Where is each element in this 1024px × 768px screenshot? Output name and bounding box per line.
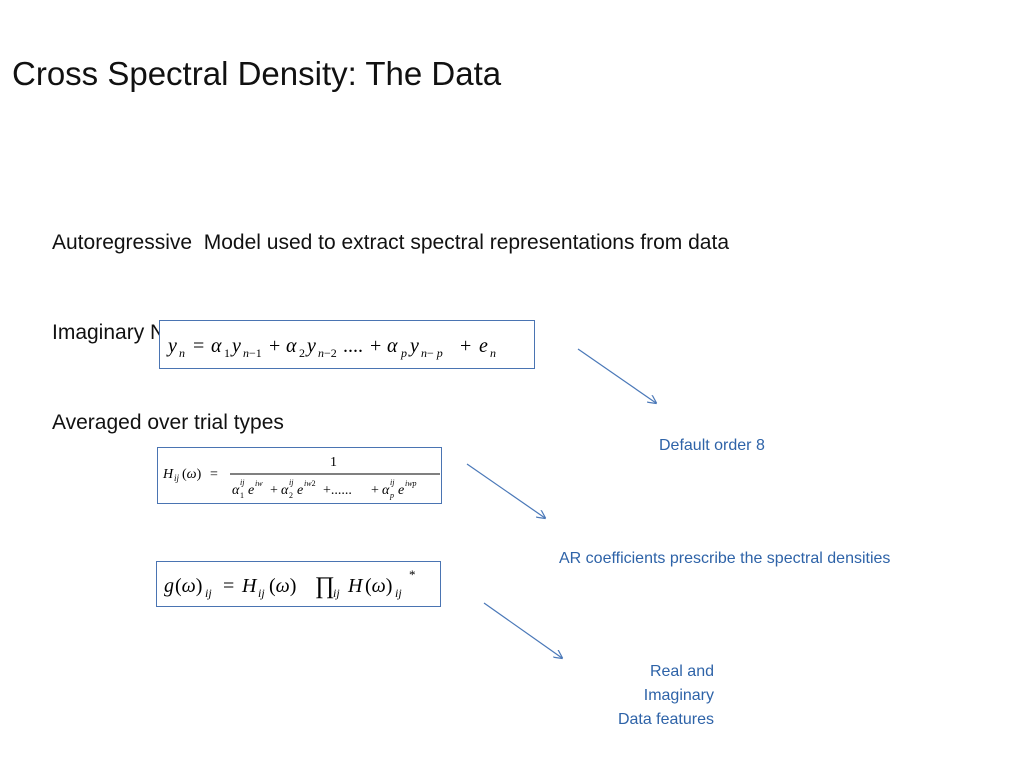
svg-text:....: .... xyxy=(343,335,363,357)
svg-text:ij: ij xyxy=(289,478,294,487)
cross-spectral-density-equation-svg: g (ω) ij = H ij (ω) ∏ ij H (ω) ij * xyxy=(164,567,416,600)
svg-text:n− p: n− p xyxy=(421,346,443,360)
svg-text:ij: ij xyxy=(174,473,180,483)
cross-spectral-density-equation: g (ω) ij = H ij (ω) ∏ ij H (ω) ij * xyxy=(156,561,441,607)
svg-text:y: y xyxy=(408,335,419,357)
svg-text:α: α xyxy=(232,483,240,498)
svg-text:1: 1 xyxy=(224,346,230,360)
svg-text:p: p xyxy=(400,346,407,360)
svg-text:H: H xyxy=(241,575,258,597)
slide-title: Cross Spectral Density: The Data xyxy=(12,55,502,92)
svg-text:α: α xyxy=(281,483,289,498)
annotation-real-imaginary: Real and Imaginary Data features xyxy=(560,660,714,732)
annotation-line: Imaginary xyxy=(643,687,714,704)
svg-text:e: e xyxy=(398,483,404,498)
svg-text:y: y xyxy=(305,335,316,357)
svg-text:n−2: n−2 xyxy=(318,346,337,360)
ar-model-equation-svg: y n = α 1 y n−1 + α 2 y n−2 .... + α p y… xyxy=(166,335,496,360)
svg-text:∏: ∏ xyxy=(315,573,335,599)
svg-text:2: 2 xyxy=(289,491,293,500)
svg-text:α: α xyxy=(211,335,222,357)
svg-text:y: y xyxy=(230,335,241,357)
svg-text:(ω): (ω) xyxy=(182,467,202,482)
svg-text:1: 1 xyxy=(330,455,337,470)
svg-text:e: e xyxy=(297,483,303,498)
svg-text:+......: +...... xyxy=(323,483,352,498)
svg-text:+: + xyxy=(370,335,381,357)
svg-text:α: α xyxy=(387,335,398,357)
transfer-function-equation: H ij (ω) = 1 α ij 1 e iw + α ij 2 e iw2 … xyxy=(157,447,442,504)
svg-text:=: = xyxy=(193,335,204,357)
annotation-line: Data features xyxy=(617,711,714,728)
arrow-3 xyxy=(483,602,562,658)
svg-text:ij: ij xyxy=(390,478,395,487)
svg-text:α: α xyxy=(382,483,390,498)
svg-text:e: e xyxy=(479,335,488,357)
annotation-ar-coefficients: AR coefficients prescribe the spectral d… xyxy=(559,550,891,567)
svg-text:g: g xyxy=(164,575,174,597)
svg-text:p: p xyxy=(389,491,394,500)
svg-text:(ω): (ω) xyxy=(365,575,392,597)
bullet-item: Autoregressive Model used to extract spe… xyxy=(52,231,730,254)
svg-text:ij: ij xyxy=(258,586,265,600)
svg-text:=: = xyxy=(223,575,234,597)
svg-text:=: = xyxy=(210,467,218,482)
svg-text:α: α xyxy=(286,335,297,357)
svg-text:+: + xyxy=(460,335,471,357)
ar-model-equation: y n = α 1 y n−1 + α 2 y n−2 .... + α p y… xyxy=(159,320,535,369)
transfer-function-equation-svg: H ij (ω) = 1 α ij 1 e iw + α ij 2 e iw2 … xyxy=(162,455,440,500)
svg-text:ij: ij xyxy=(395,586,402,600)
svg-text:y: y xyxy=(166,335,177,357)
svg-text:H: H xyxy=(162,467,174,482)
svg-text:e: e xyxy=(248,483,254,498)
svg-text:+: + xyxy=(270,483,278,498)
svg-text:iwp: iwp xyxy=(405,479,417,488)
svg-text:n: n xyxy=(490,346,496,360)
annotation-default-order: Default order 8 xyxy=(659,437,765,454)
arrow-2 xyxy=(466,463,545,518)
svg-text:ij: ij xyxy=(205,586,212,600)
svg-text:*: * xyxy=(409,567,416,582)
svg-text:n−1: n−1 xyxy=(243,346,262,360)
svg-text:iw2: iw2 xyxy=(304,479,316,488)
svg-text:iw: iw xyxy=(255,479,263,488)
annotation-line: Real and xyxy=(649,663,714,680)
svg-text:(ω): (ω) xyxy=(269,575,296,597)
svg-text:H: H xyxy=(347,575,364,597)
svg-text:+: + xyxy=(269,335,280,357)
arrow-1 xyxy=(577,348,656,403)
svg-text:ij: ij xyxy=(240,478,245,487)
svg-text:(ω): (ω) xyxy=(175,575,202,597)
svg-text:2: 2 xyxy=(299,346,305,360)
bullet-item: Averaged over trial types xyxy=(52,411,284,434)
svg-text:ij: ij xyxy=(333,586,340,600)
svg-text:n: n xyxy=(179,346,185,360)
svg-text:+: + xyxy=(371,483,379,498)
svg-text:1: 1 xyxy=(240,491,244,500)
